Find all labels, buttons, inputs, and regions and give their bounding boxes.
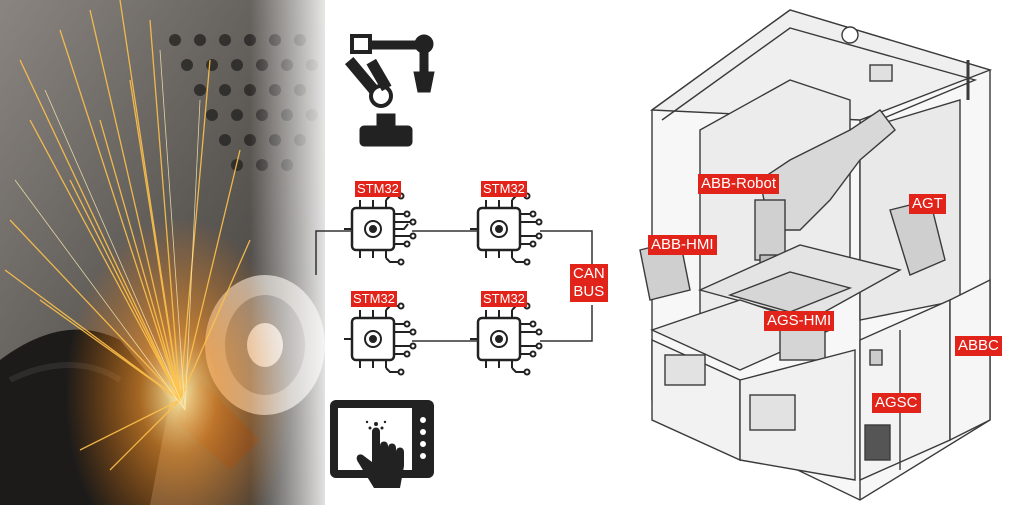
- chip-icon-2: [470, 192, 543, 266]
- abb-robot-label: ABB-Robot: [698, 174, 780, 194]
- chip-icon-1: [344, 192, 417, 266]
- touchscreen-hmi-icon: [330, 400, 434, 488]
- stm32-label-4: STM32: [481, 291, 527, 307]
- grinding-sparks-photo: [0, 0, 325, 505]
- robot-arm-icon: [344, 34, 435, 147]
- welding-cell-drawing: [639, 9, 993, 501]
- stm32-label-3: STM32: [351, 291, 397, 307]
- can-bus-label: CAN BUS: [570, 264, 608, 302]
- stm32-label-1: STM32: [355, 181, 401, 197]
- ags-hmi-label: AGS-HMI: [764, 311, 835, 331]
- chip-icon-4: [470, 302, 543, 376]
- abbc-label: ABBC: [955, 336, 1002, 356]
- can-bus-line1: CAN: [573, 265, 605, 282]
- agsc-label: AGSC: [872, 393, 921, 413]
- can-bus-line2: BUS: [573, 283, 605, 300]
- bus-connection-lines: [315, 230, 593, 342]
- agt-label: AGT: [909, 194, 946, 214]
- chip-icon-3: [344, 302, 417, 376]
- stm32-label-2: STM32: [481, 181, 527, 197]
- abb-hmi-label: ABB-HMI: [648, 235, 717, 255]
